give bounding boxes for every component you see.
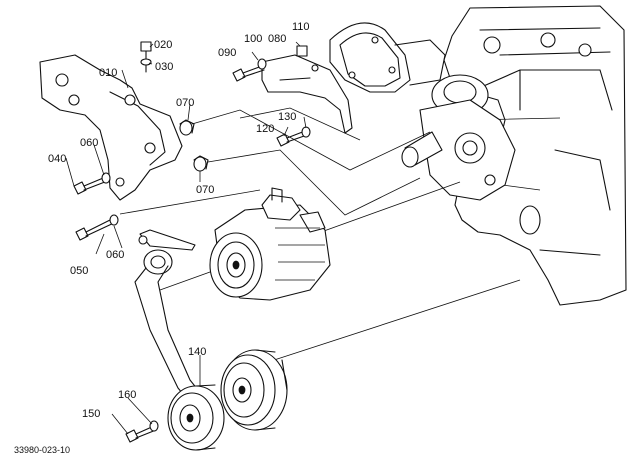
washer-060-upper [101,172,111,184]
callout-020: 020 [154,39,172,51]
v-belt [134,265,199,401]
callout-090: 090 [218,47,236,59]
drawing-code: 33980-023-10 [14,445,70,455]
pulley-140 [167,384,225,451]
callout-060-lower: 060 [106,249,124,261]
callout-140: 140 [188,346,206,358]
belt-tension-lever [138,229,196,251]
bolt-090 [232,65,265,82]
bolt-020 [140,41,152,73]
spacer-070-lower [193,155,209,172]
callout-labels: 010 020 030 040 050 060 060 070 070 080 … [48,21,310,420]
callout-040: 040 [48,153,66,165]
callout-010: 010 [99,67,117,79]
callout-100: 100 [244,33,262,45]
spacer-070-upper [179,119,195,136]
callout-030: 030 [155,61,173,73]
callout-070-lower: 070 [196,184,214,196]
bolt-050 [75,217,117,241]
callout-110: 110 [292,21,310,33]
gear-case-housing [329,22,446,93]
stay-bracket-080 [261,54,353,134]
water-pump-housing [401,74,516,201]
engine-block [443,5,627,306]
crank-pulley-double [220,349,288,431]
ac-compressor [209,187,331,301]
washer-160 [149,420,159,432]
callout-130: 130 [278,111,296,123]
washer-060-lower [109,214,119,226]
bolt-120 [276,130,308,147]
nut-110 [296,45,308,57]
idler-pulley [143,249,173,275]
callout-070-upper: 070 [176,97,194,109]
callout-120: 120 [256,123,274,135]
washer-130 [301,126,311,138]
callout-150: 150 [82,408,100,420]
washer-030 [140,58,152,66]
callout-050: 050 [70,265,88,277]
callout-080: 080 [268,33,286,45]
compressor-bracket-010 [39,54,183,201]
washer-100 [257,58,267,70]
callout-160: 160 [118,389,136,401]
callout-leader-lines [65,41,307,435]
callout-060-upper: 060 [80,137,98,149]
